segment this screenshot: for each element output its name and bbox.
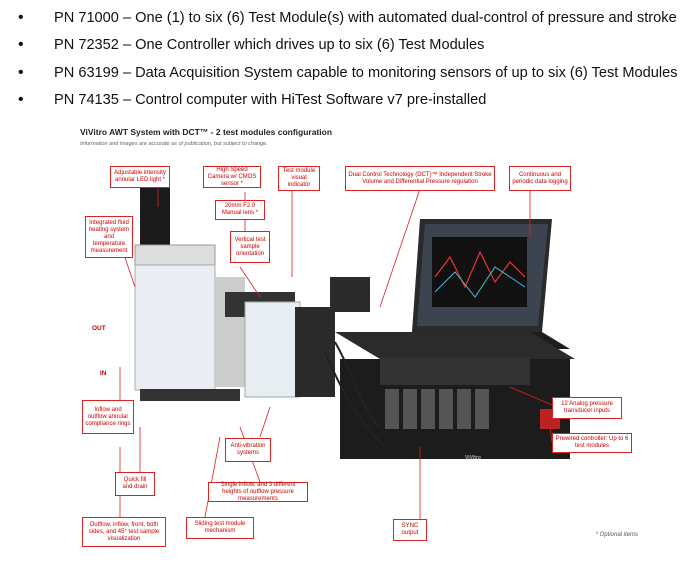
bullet-text: PN 71000 – One (1) to six (6) Test Modul… [54,9,677,26]
callout-indicator: Test module visual indicator [278,166,320,191]
callout-logging: Continuous and periodic data logging [509,166,571,191]
bullet-dot-icon: • [18,91,24,109]
callout-antivibration: Anti-vibration systems [225,438,271,462]
label-out: OUT [92,325,106,332]
brand-logo: ViVitro [465,455,481,461]
bullet-list: • PN 71000 – One (1) to six (6) Test Modu… [18,4,698,114]
optional-items-note: * Optional items [595,532,638,538]
laptop-illustration [380,219,570,349]
callout-led: Adjustable intensity annular LED light * [110,166,170,188]
bullet-dot-icon: • [18,63,24,81]
bullet-item: • PN 71000 – One (1) to six (6) Test Modu… [18,4,698,32]
callout-vertical: Vertical test sample orientation [230,231,270,263]
callout-camera: High Speed Camera w/ CMOS sensor * [203,166,261,188]
callout-sync: SYNC output [393,519,427,541]
system-figure: ViVitro AWT System with DCT™ - 2 test mo… [80,127,680,564]
system-illustration [117,185,575,519]
bullet-dot-icon: • [18,36,24,54]
bullet-item: • PN 63199 – Data Acquisition System capa… [18,59,698,87]
label-in: IN [100,370,107,377]
bullet-text: PN 72352 – One Controller which drives u… [54,37,485,54]
callout-inflow: Single inflow, and 3 different heights o… [208,482,308,502]
callout-heating: Integrated fluid heating system and temp… [85,216,133,258]
controller-box-illustration [335,332,575,459]
callout-transducer: 12 Analog pressure transducer inputs [552,397,622,419]
callout-sliding: Sliding test module mechanism [186,517,254,539]
callout-compliance: Inflow and outflow annular compliance ri… [82,400,134,434]
callout-fill: Quick fill and drain [115,472,155,496]
bullet-item: • PN 74135 – Control computer with HiTest… [18,87,698,115]
callout-lens: 20mm F2.0 Manual lens * [215,200,265,220]
bullet-text: PN 74135 – Control computer with HiTest … [54,92,487,109]
bullet-dot-icon: • [18,8,24,26]
figure-subtitle: Information and images are accurate as o… [80,141,268,147]
callout-controller: Prewired controller: Up to 6 test module… [552,433,632,453]
figure-title: ViVitro AWT System with DCT™ - 2 test mo… [80,127,333,137]
callout-dct: Dual Control Technology (DCT)™ Independe… [345,166,495,191]
test-module-illustration [134,187,370,401]
bullet-text: PN 63199 – Data Acquisition System capab… [54,64,678,81]
bullet-item: • PN 72352 – One Controller which drives … [18,32,698,60]
cables-illustration [324,341,386,448]
callout-visualization: Outflow, inflow, front, both sides, and … [82,517,166,547]
